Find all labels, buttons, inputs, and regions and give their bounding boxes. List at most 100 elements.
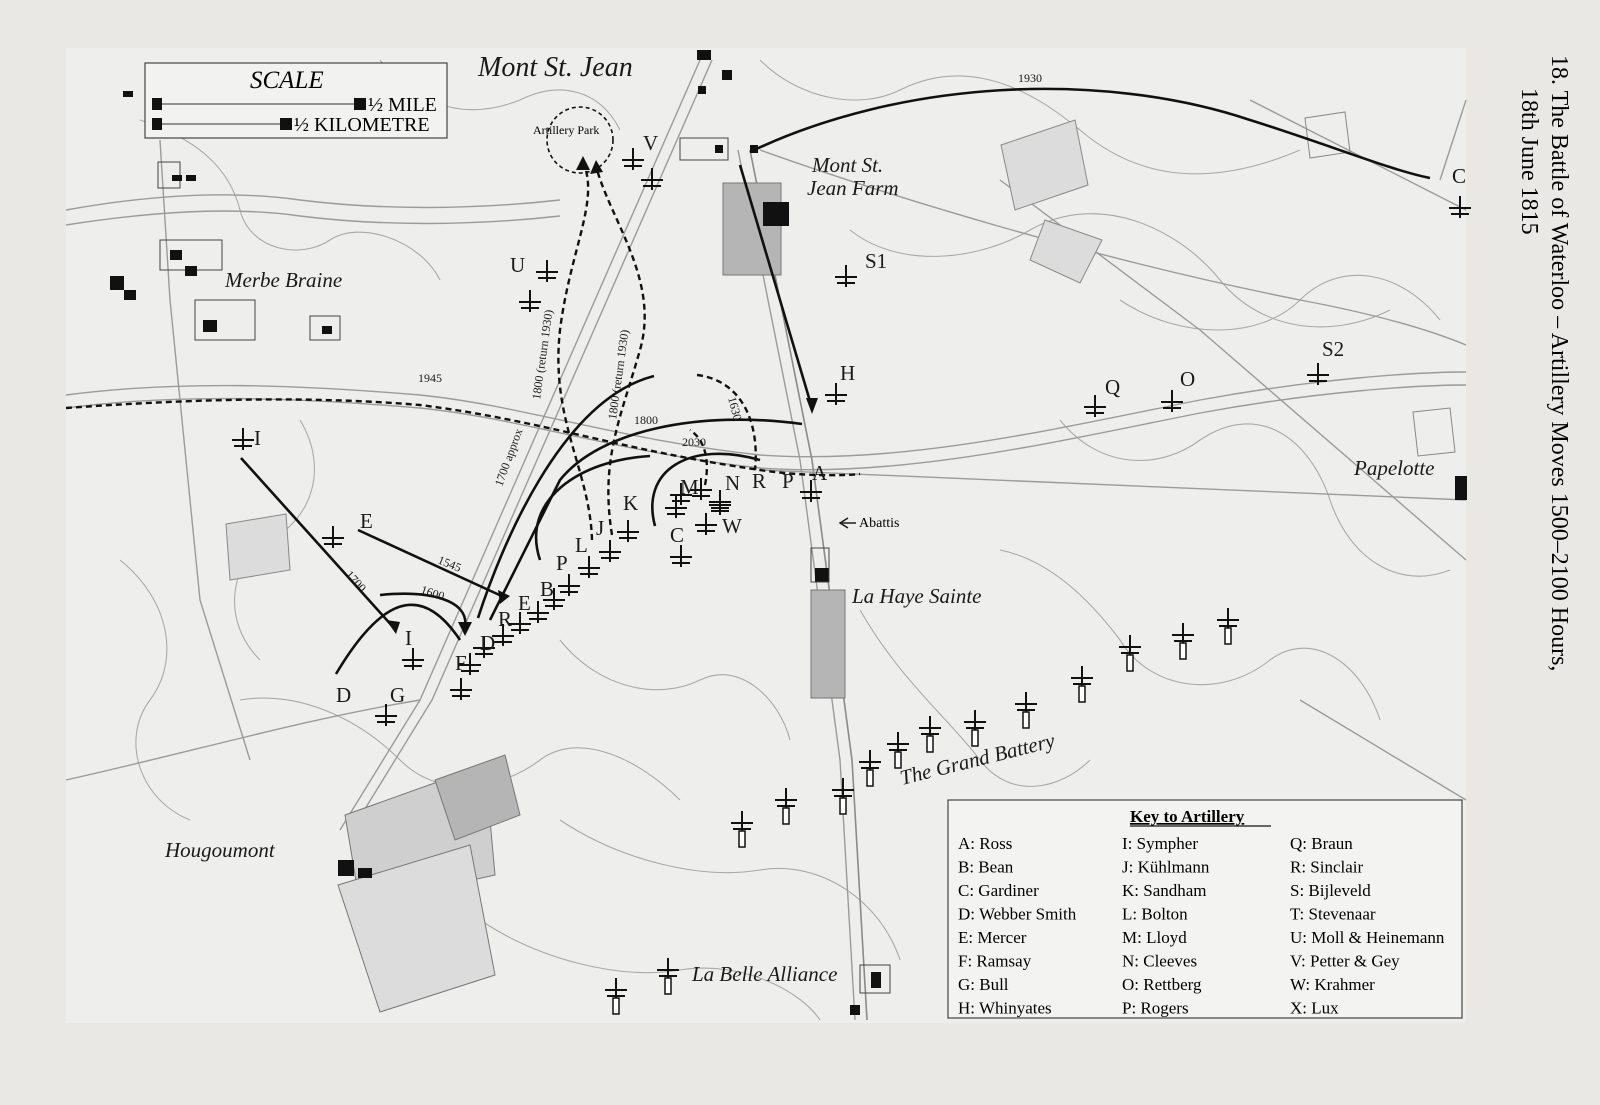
battery-label-r: R [752, 469, 766, 493]
scale-heading: SCALE [250, 67, 324, 94]
battery-label-l: L [575, 533, 588, 557]
battery-label-q: Q [1105, 375, 1120, 399]
key-entry: A: Ross [958, 834, 1012, 853]
gun-icon [450, 678, 472, 700]
orchards [225, 111, 1456, 1013]
gun-icon [1084, 395, 1106, 417]
gun-icon [1119, 635, 1141, 672]
gun-icon [1161, 390, 1183, 412]
gun-icon [800, 480, 822, 502]
key-entry: L: Bolton [1122, 905, 1188, 924]
key-entry: G: Bull [958, 975, 1009, 994]
scale-box: SCALE ½ MILE ½ KILOMETRE [144, 62, 448, 139]
artillery-movements [65, 87, 1431, 675]
scale-mile-label: ½ MILE [368, 94, 437, 116]
label-papelotte: Papelotte [1353, 456, 1434, 480]
gun-icon [509, 612, 531, 634]
gun-icon [599, 540, 621, 562]
gun-icon [690, 478, 712, 500]
gun-icon [709, 490, 731, 512]
key-entry: N: Cleeves [1122, 952, 1197, 971]
key-entry: S: Bijleveld [1290, 881, 1371, 900]
battery-label-a: A [812, 461, 828, 485]
gun-icon [657, 958, 679, 995]
gun-icon [605, 978, 627, 1015]
key-entry: H: Whinyates [958, 999, 1052, 1018]
battery-label-k: K [623, 491, 638, 515]
gun-icon [1071, 666, 1093, 703]
time-1945: 1945 [418, 371, 442, 385]
time-2030: 2030 [682, 435, 706, 449]
battery-label-e: E [518, 591, 531, 615]
key-entry: P: Rogers [1122, 999, 1189, 1018]
battery-label-o: O [1180, 367, 1195, 391]
gun-icon [232, 428, 254, 450]
battery-label-c: C [670, 523, 684, 547]
key-entry: V: Petter & Gey [1290, 952, 1400, 971]
figure-title: 18. The Battle of Waterloo – Artillery M… [1516, 55, 1572, 671]
title-line-2: 18th June 1815 [1516, 88, 1542, 235]
gun-icon [402, 648, 424, 670]
gun-symbols [232, 148, 1471, 1015]
label-mont-st-jean: Mont St. Jean [477, 52, 633, 83]
gun-icon [622, 148, 644, 170]
key-entry: I: Sympher [1122, 834, 1198, 853]
key-entry: R: Sinclair [1290, 858, 1364, 877]
battery-label-d: D [480, 631, 495, 655]
key-entry: O: Rettberg [1122, 975, 1202, 994]
battery-label-b: B [540, 577, 554, 601]
gun-icon [492, 624, 514, 646]
battery-label-p2: P [556, 551, 568, 575]
battery-label-c-east: C [1452, 164, 1466, 188]
key-entry: E: Mercer [958, 928, 1027, 947]
key-entry: K: Sandham [1122, 881, 1207, 900]
gun-icon [1449, 196, 1471, 218]
key-entry: B: Bean [958, 858, 1014, 877]
gun-icon [519, 290, 541, 312]
label-la-belle-alliance: La Belle Alliance [691, 962, 837, 986]
key-column-2: I: Sympher J: Kühlmann K: Sandham L: Bolton… [1122, 834, 1210, 1018]
gun-icon [919, 716, 941, 753]
gun-icon [617, 520, 639, 542]
label-hougoumont: Hougoumont [164, 838, 276, 862]
battery-label-s1: S1 [865, 249, 887, 273]
battery-label-v: V [643, 131, 658, 155]
battery-label-n: N [725, 471, 740, 495]
key-entry: F: Ramsay [958, 952, 1032, 971]
gun-icon [1172, 623, 1194, 660]
title-line-1: 18. The Battle of Waterloo – Artillery M… [1546, 55, 1572, 671]
time-1930: 1930 [1018, 71, 1042, 85]
battery-label-j: J [596, 516, 604, 540]
gun-icon [825, 383, 847, 405]
label-artillery-park: Artillery Park [533, 123, 599, 137]
gun-icon [543, 588, 565, 610]
gun-icon [641, 168, 663, 190]
key-entry: J: Kühlmann [1122, 858, 1210, 877]
gun-icon [731, 811, 753, 848]
gun-icon [527, 601, 549, 623]
gun-icon [322, 526, 344, 548]
battery-label-i: I [405, 626, 412, 650]
key-entry: W: Krahmer [1290, 975, 1375, 994]
gun-icon [832, 778, 854, 815]
gun-icon [558, 574, 580, 596]
battery-label-w: W [722, 514, 742, 538]
gun-icon [887, 732, 909, 769]
battery-labels: V U S1 S2 H Q O C I E M N R P A K W J L … [254, 131, 1466, 707]
gun-icon [670, 545, 692, 567]
label-la-haye-sainte: La Haye Sainte [851, 584, 981, 608]
battery-label-p: P [782, 469, 794, 493]
gun-icon [964, 710, 986, 747]
battery-label-f: F [455, 651, 467, 675]
gun-icon [1217, 608, 1239, 645]
time-1800: 1800 [634, 413, 658, 427]
key-entry: D: Webber Smith [958, 905, 1077, 924]
key-entry: U: Moll & Heinemann [1290, 928, 1445, 947]
label-abattis: Abattis [859, 516, 899, 531]
battery-label-d2: D [336, 683, 351, 707]
gun-icon [536, 260, 558, 282]
